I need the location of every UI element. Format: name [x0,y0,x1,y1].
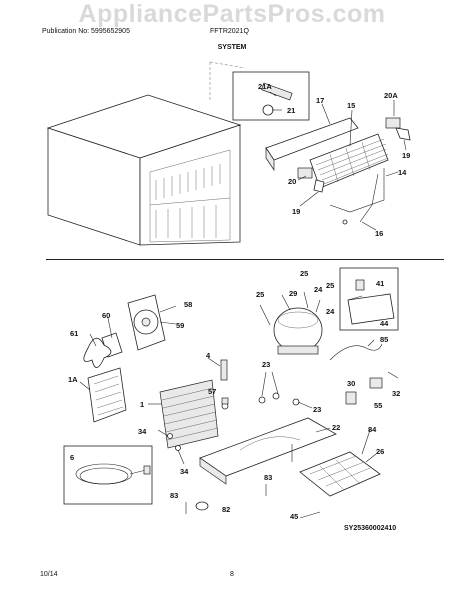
callout-20A: 20A [384,91,398,100]
callout-21: 21 [287,106,295,115]
condenser-coil [159,379,219,451]
section-title: SYSTEM [217,44,247,51]
relay-inset-box [339,267,399,331]
diagram-code: SY25360002410 [344,525,396,532]
leader-lines [79,91,407,465]
watermark: AppliancePartsPros.com [78,0,386,28]
callout-24-top: 24 [314,285,323,294]
callout-23-lower: 23 [313,405,321,414]
section-divider [46,259,444,260]
callout-1A: 1A [68,375,78,384]
callout-22: 22 [332,423,340,432]
condenser-fan-assembly [83,294,166,368]
callout-25-left: 25 [256,290,264,299]
small-hardware [185,359,321,519]
callout-23-upper: 23 [262,360,270,369]
callout-34-bottom: 34 [180,467,189,476]
drain-tube-and-controls [329,343,399,405]
callout-1: 1 [140,400,144,409]
condenser-grille [87,367,127,423]
callout-61: 61 [70,329,78,338]
callout-55: 55 [374,401,382,410]
callout-16: 16 [375,229,383,238]
callout-15: 15 [347,101,355,110]
callout-60: 60 [102,311,110,320]
callout-14: 14 [398,168,407,177]
callout-26: 26 [376,447,384,456]
callout-44: 44 [380,319,389,328]
evaporator-assembly [265,117,411,225]
refrigerator-cabinet [46,61,246,246]
callout-19-upper: 19 [402,151,410,160]
callout-45: 45 [290,512,298,521]
callout-labels: 21A 21 17 15 20A 19 20 19 14 16 25 25 29… [68,82,410,532]
callout-84: 84 [368,425,377,434]
callout-59: 59 [176,321,184,330]
base-frame [199,392,337,485]
callout-25-right: 25 [326,281,334,290]
callout-25-top: 25 [300,269,308,278]
callout-57: 57 [208,387,216,396]
callout-85: 85 [380,335,388,344]
callout-4: 4 [206,351,211,360]
callout-20: 20 [288,177,296,186]
callout-34-left: 34 [138,427,147,436]
footer-page: 8 [230,571,234,578]
publication-number: Publication No: 5995652905 [42,28,130,35]
callout-24-right: 24 [326,307,335,316]
callout-83-left: 83 [170,491,178,500]
callout-6: 6 [70,453,74,462]
drain-pan [299,451,381,497]
model-number: FFTR2021Q [210,28,249,35]
compressor [259,291,323,355]
footer-date: 10/14 [40,571,58,578]
valve-inset-box [232,71,310,121]
callout-82: 82 [222,505,230,514]
callout-17: 17 [316,96,324,105]
callout-29: 29 [289,289,297,298]
callout-32: 32 [392,389,400,398]
callout-58: 58 [184,300,192,309]
power-cord-inset [63,445,153,505]
callout-19-lower: 19 [292,207,300,216]
callout-30: 30 [347,379,355,388]
callout-21A: 21A [258,82,272,91]
callout-41: 41 [376,279,384,288]
callout-83-right: 83 [264,473,272,482]
